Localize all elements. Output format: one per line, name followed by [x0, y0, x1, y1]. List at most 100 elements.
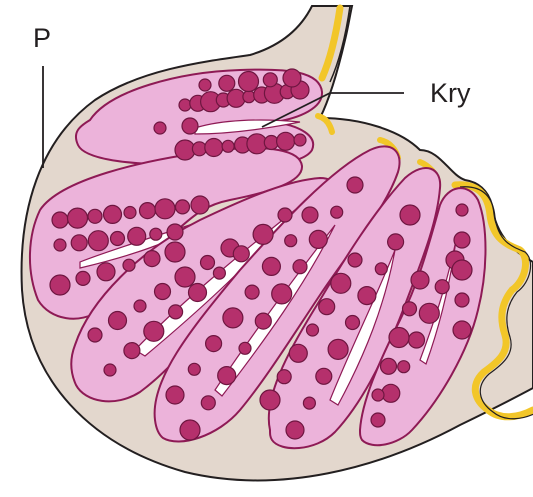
cell: [398, 361, 410, 373]
cell: [144, 321, 164, 341]
cell: [283, 69, 301, 87]
cell: [128, 227, 146, 245]
cell: [223, 308, 243, 328]
cell: [358, 287, 376, 305]
cell: [54, 239, 66, 251]
cell: [165, 242, 185, 262]
cell: [371, 413, 385, 427]
cell: [179, 99, 191, 111]
cell: [452, 260, 472, 280]
cell: [303, 397, 315, 409]
cell: [199, 79, 211, 91]
cell: [180, 420, 200, 440]
cell: [262, 257, 280, 275]
cell: [104, 205, 122, 223]
cell: [219, 75, 235, 91]
cell: [155, 199, 175, 219]
cell: [52, 212, 68, 228]
label-p: P: [33, 23, 51, 53]
cell: [382, 384, 400, 402]
cell: [328, 339, 348, 359]
cell: [243, 91, 255, 103]
cell: [175, 267, 195, 287]
cell: [389, 328, 409, 348]
cell: [346, 316, 360, 330]
cell: [140, 203, 156, 219]
cell: [150, 228, 162, 240]
cell: [348, 253, 362, 267]
cell: [201, 396, 215, 410]
cell: [218, 367, 236, 385]
cell: [278, 208, 292, 222]
cell: [189, 284, 207, 302]
cell: [293, 260, 307, 274]
cell: [302, 207, 318, 223]
cell: [169, 305, 183, 319]
cell: [167, 224, 183, 240]
cell: [155, 284, 171, 300]
cell: [111, 232, 125, 246]
cell: [182, 118, 198, 134]
cell: [286, 421, 304, 439]
cell: [123, 259, 135, 271]
cell: [50, 275, 70, 295]
cell: [331, 273, 351, 293]
cell: [388, 234, 404, 250]
cell: [134, 300, 146, 312]
cell: [233, 246, 249, 262]
cell: [88, 231, 108, 251]
cell: [176, 200, 190, 214]
cell: [331, 206, 343, 218]
cell: [97, 263, 115, 281]
cell: [76, 271, 90, 285]
cell: [124, 207, 136, 219]
cell: [435, 280, 449, 294]
cell: [239, 342, 251, 354]
cell: [309, 230, 327, 248]
cell: [454, 232, 470, 248]
cell: [319, 299, 335, 315]
cell: [213, 267, 225, 279]
cell: [411, 271, 429, 289]
cell: [166, 386, 184, 404]
cell: [403, 302, 417, 316]
cell: [227, 89, 245, 107]
cell: [144, 251, 160, 267]
cell: [260, 390, 280, 410]
cell: [255, 313, 271, 329]
cell: [253, 224, 273, 244]
cell: [263, 73, 277, 87]
cell: [188, 363, 200, 375]
cell: [277, 132, 295, 150]
cell: [294, 134, 306, 146]
cell: [277, 370, 291, 384]
cell: [316, 368, 332, 384]
cell: [239, 72, 259, 92]
cell: [455, 293, 469, 307]
cell: [88, 209, 102, 223]
cell: [205, 139, 223, 157]
cell: [285, 235, 297, 247]
cell: [375, 263, 387, 275]
cell: [419, 303, 439, 323]
cell: [201, 256, 215, 270]
cell: [372, 389, 384, 401]
cell: [400, 205, 420, 225]
cell: [68, 208, 88, 228]
cell: [154, 122, 166, 134]
cell: [222, 140, 234, 152]
cell: [104, 364, 116, 376]
cell: [347, 177, 363, 193]
cell: [124, 343, 140, 359]
cell: [191, 196, 209, 214]
cell: [289, 344, 307, 362]
cell: [245, 285, 259, 299]
cell: [456, 204, 468, 216]
label-kry: Kry: [430, 78, 471, 108]
cell: [109, 312, 127, 330]
cell: [272, 284, 292, 304]
cell: [88, 328, 102, 342]
cell: [409, 332, 425, 348]
cell: [307, 324, 319, 336]
